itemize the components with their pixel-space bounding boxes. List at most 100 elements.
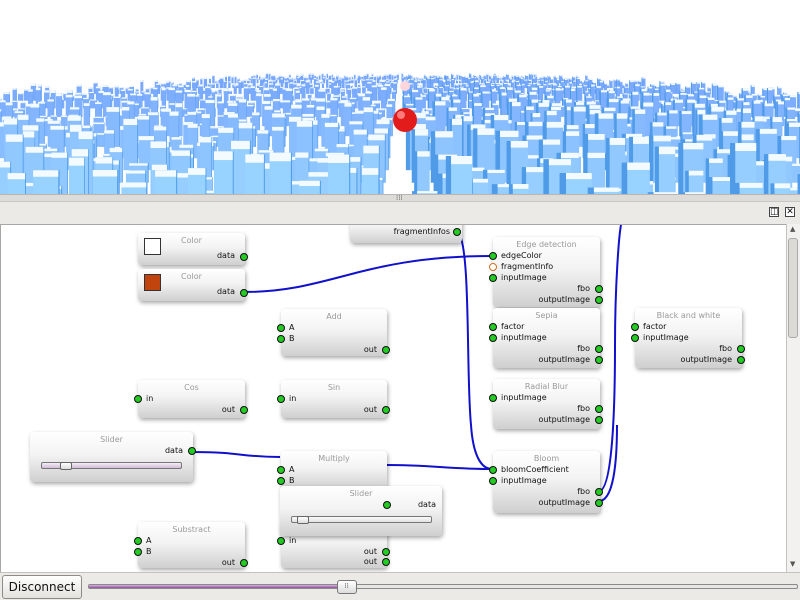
port-in[interactable] [277, 395, 285, 403]
port-out-fragmentinfos[interactable] [453, 228, 461, 236]
node-color-white[interactable]: Color data [138, 233, 248, 265]
node-subtract[interactable]: Substract A B out [134, 522, 248, 568]
slider-handle[interactable] [297, 516, 310, 524]
port-out-outputimage[interactable] [595, 416, 603, 424]
port-out[interactable] [382, 346, 390, 354]
node-partial-top[interactable]: fragmentInfos [350, 225, 462, 243]
node-title-color: Color [181, 236, 202, 245]
port-in-b[interactable] [277, 335, 285, 343]
port-out-outputimage[interactable] [595, 296, 603, 304]
node-title-edge-detection: Edge detection [516, 240, 577, 249]
port-out[interactable] [382, 406, 390, 414]
port-out-fbo[interactable] [595, 285, 603, 293]
node-bloom[interactable]: Bloom bloomCoefficient inputImage fbo ou… [489, 451, 603, 513]
node-sepia[interactable]: Sepia factor inputImage fbo outputImage [489, 308, 603, 368]
port-out[interactable] [382, 558, 390, 566]
port-label-b: B [146, 547, 152, 556]
port-out-fbo[interactable] [595, 488, 603, 496]
wire-bloom-to-upper [598, 424, 618, 502]
node-title-sin: Sin [327, 383, 341, 392]
wire-slider-to-multiply [192, 451, 281, 458]
splitter-grip-icon: ⁞⁞⁞ [396, 194, 403, 202]
render-viewport[interactable] [0, 0, 800, 194]
main-slider-handle[interactable]: ⁞⁞ [336, 580, 357, 594]
port-in-inputimage[interactable] [489, 394, 497, 402]
connection-wires [192, 225, 622, 502]
port-out-fbo[interactable] [737, 345, 745, 353]
node-title-cos: Cos [184, 383, 199, 392]
port-label-out: out [221, 558, 235, 567]
port-label-out: out [221, 405, 235, 414]
float-dock-icon[interactable]: ◫ [769, 207, 779, 217]
node-slider[interactable]: Slider data [30, 432, 196, 482]
port-out[interactable] [240, 406, 248, 414]
port-label-outputimage: outputImage [538, 295, 590, 304]
port-in-bloomcoefficient[interactable] [489, 466, 497, 474]
node-multiply[interactable]: Multiply A B [277, 451, 387, 489]
wire-bloom-out-up [598, 225, 622, 492]
node-sin[interactable]: Sin in out [277, 380, 390, 418]
port-in-edgecolor[interactable] [489, 252, 497, 260]
port-in-b[interactable] [277, 477, 285, 485]
scrollbar-thumb[interactable] [788, 238, 798, 338]
node-edge-detection[interactable]: Edge detection edgeColor fragmentInfo in… [489, 237, 603, 307]
node-title-sepia: Sepia [535, 311, 558, 320]
node-cos[interactable]: Cos in out [134, 380, 248, 418]
port-in-inputimage[interactable] [489, 334, 497, 342]
color-swatch-orange[interactable] [144, 274, 161, 291]
port-out-outputimage[interactable] [737, 356, 745, 364]
port-label-fbo: fbo [577, 284, 590, 293]
node-add[interactable]: Add A B out [277, 309, 390, 356]
port-in-inputimage[interactable] [489, 274, 497, 282]
port-in[interactable] [277, 537, 285, 545]
port-in[interactable] [134, 395, 142, 403]
node-title-add: Add [326, 312, 342, 321]
port-out-data[interactable] [240, 253, 248, 261]
port-in-inputimage[interactable] [489, 477, 497, 485]
port-out-fbo[interactable] [595, 345, 603, 353]
port-label-b: B [289, 476, 295, 485]
port-out[interactable] [382, 548, 390, 556]
color-swatch-white[interactable] [144, 238, 161, 255]
port-in-a[interactable] [277, 466, 285, 474]
disconnect-button[interactable]: Disconnect [2, 575, 82, 599]
node-title-slider: Slider [349, 489, 373, 498]
city-scene-render [0, 0, 800, 194]
wire-multiply-to-bloom [385, 464, 493, 470]
port-label-outputimage: outputImage [538, 355, 590, 364]
port-in-b[interactable] [134, 548, 142, 556]
main-slider[interactable]: ⁞⁞ [88, 580, 798, 594]
port-out-fbo[interactable] [595, 405, 603, 413]
close-dock-icon[interactable]: ✕ [785, 207, 795, 217]
port-in-factor[interactable] [489, 323, 497, 331]
port-in-factor[interactable] [631, 323, 639, 331]
slider-track[interactable] [291, 516, 432, 523]
scroll-down-icon[interactable]: ▼ [790, 560, 796, 568]
port-in-a[interactable] [277, 324, 285, 332]
port-in-a[interactable] [134, 537, 142, 545]
canvas-vertical-scrollbar[interactable]: ▲ ▼ [786, 224, 800, 572]
port-out-outputimage[interactable] [595, 356, 603, 364]
main-slider-fill [89, 585, 347, 588]
port-label-outputimage: outputImage [538, 415, 590, 424]
port-in-inputimage[interactable] [631, 334, 639, 342]
port-in-fragmentinfo[interactable] [489, 263, 497, 271]
port-label-out: out [363, 547, 377, 556]
scroll-up-icon[interactable]: ▲ [790, 225, 796, 233]
port-out-data[interactable] [188, 447, 196, 455]
panel-splitter[interactable]: ⁞⁞⁞ [0, 194, 800, 202]
port-label-fragmentinfos: fragmentInfos [393, 227, 450, 236]
port-out[interactable] [240, 559, 248, 567]
port-label-fbo: fbo [577, 404, 590, 413]
slider-handle[interactable] [60, 462, 73, 470]
slider-track[interactable] [41, 462, 182, 469]
port-out-data[interactable] [240, 289, 248, 297]
node-radial-blur[interactable]: Radial Blur inputImage fbo outputImage [489, 379, 603, 429]
node-black-and-white[interactable]: Black and white factor inputImage fbo ou… [631, 308, 745, 368]
port-out-outputimage[interactable] [595, 499, 603, 507]
node-graph-canvas[interactable]: fragmentInfos Color data Color data Edge… [0, 224, 786, 572]
node-slider[interactable]: Slider data [280, 486, 442, 536]
node-color-orange[interactable]: Color data [138, 269, 248, 301]
port-out-data[interactable] [383, 501, 391, 509]
node-title-black-and-white: Black and white [656, 311, 721, 320]
